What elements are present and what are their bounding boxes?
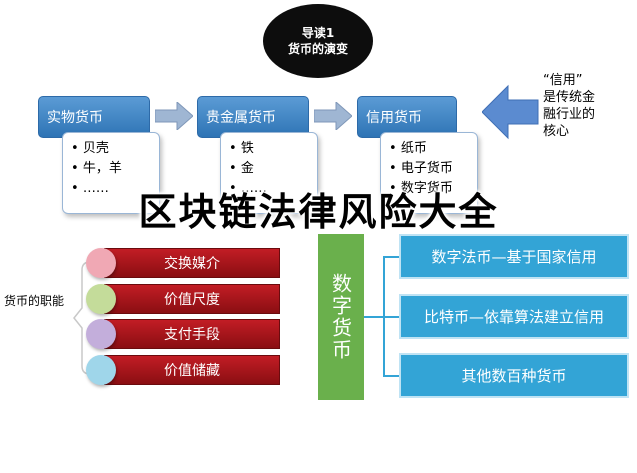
function-text: 交换媒介 (164, 256, 220, 272)
physical-money-title: 实物货币 (47, 110, 103, 126)
list-item: …… (71, 179, 151, 199)
connector-line (383, 375, 399, 377)
right-arrow-icon (155, 102, 193, 130)
list-item: …… (229, 179, 309, 199)
list-item: 数字货币 (389, 179, 469, 199)
connector-line (383, 316, 399, 318)
digital-item-fiat: 数字法币—基于国家信用 (399, 234, 629, 279)
functions-label: 货币的职能 (4, 294, 65, 308)
digital-item-others: 其他数百种货币 (399, 353, 629, 398)
physical-money-list: 贝壳 牛，羊 …… (62, 132, 160, 214)
physical-money-header: 实物货币 (38, 96, 150, 138)
list-item: 纸币 (389, 139, 469, 159)
function-bar-exchange: 交换媒介 (104, 248, 280, 278)
list-item: 电子货币 (389, 159, 469, 179)
right-arrow-icon (314, 102, 352, 130)
credit-money-header: 信用货币 (357, 96, 457, 138)
precious-metal-money-list: 铁 金 …… (220, 132, 318, 214)
evolution-title: 导读1 货币的演变 (287, 26, 348, 56)
digital-item-bitcoin: 比特币—依靠算法建立信用 (399, 294, 629, 339)
function-text: 价值储藏 (164, 363, 220, 379)
list-item: 铁 (229, 139, 309, 159)
list-item: 金 (229, 159, 309, 179)
function-circle-exchange (86, 248, 116, 278)
function-circle-measure (86, 284, 116, 314)
function-circle-payment (86, 319, 116, 349)
digital-currency-bar: 数字货币 (318, 234, 364, 400)
credit-note: “信用” 是传统金 融行业的 核心 (543, 73, 596, 139)
function-text: 支付手段 (164, 327, 220, 343)
list-item: 牛，羊 (71, 159, 151, 179)
precious-metal-money-title: 贵金属货币 (206, 110, 276, 126)
precious-metal-money-header: 贵金属货币 (197, 96, 309, 138)
watermark-banner: 区块链法律风险大全 (138, 189, 499, 234)
connector-line (383, 256, 399, 258)
function-bar-store: 价值储藏 (104, 355, 280, 385)
left-arrow-icon (482, 84, 539, 140)
credit-money-list: 纸币 电子货币 数字货币 (380, 132, 478, 214)
list-item: 贝壳 (71, 139, 151, 159)
connector-line (364, 316, 384, 318)
function-circle-store (86, 355, 116, 385)
function-bar-payment: 支付手段 (104, 319, 280, 349)
credit-money-title: 信用货币 (366, 110, 422, 126)
function-bar-measure: 价值尺度 (104, 284, 280, 314)
evolution-title-oval: 导读1 货币的演变 (263, 4, 373, 78)
function-text: 价值尺度 (164, 292, 220, 308)
